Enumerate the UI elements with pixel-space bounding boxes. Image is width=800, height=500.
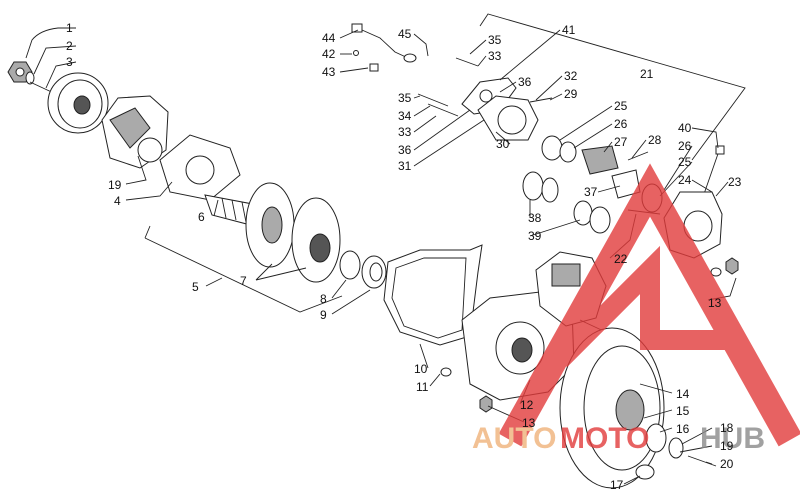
callout-42: 42 (322, 47, 336, 61)
callout-26: 26 (614, 117, 628, 131)
part-washer-18 (668, 437, 684, 459)
part-plate-27 (581, 145, 619, 175)
callout-24: 24 (678, 173, 692, 187)
part-harness-44 (351, 23, 417, 63)
callout-32: 32 (564, 69, 578, 83)
part-bolt-35a (455, 57, 479, 67)
callout-19-right: 19 (720, 439, 734, 453)
callout-33-lower: 33 (398, 125, 412, 139)
callout-1: 1 (66, 21, 73, 35)
callout-38: 38 (528, 211, 542, 225)
part-pin-32 (529, 97, 553, 103)
callout-26-right: 26 (678, 139, 692, 153)
callout-11: 11 (416, 380, 429, 394)
part-ring-26a (559, 141, 577, 163)
callout-39: 39 (528, 229, 542, 243)
callout-14: 14 (676, 387, 690, 401)
watermark-text-moto: MOTO (560, 422, 649, 455)
part-oring-17 (635, 464, 655, 480)
part-ring-39 (573, 200, 611, 234)
part-sprocket-b (291, 197, 341, 283)
callout-6: 6 (198, 210, 205, 224)
group-bracket-21 (479, 13, 746, 161)
callout-43: 43 (322, 65, 336, 79)
callout-34: 34 (398, 109, 412, 123)
part-clutch-disc (559, 327, 665, 489)
watermark-logo: AUTO MOTO HUB (472, 163, 800, 455)
part-clip-43 (369, 63, 379, 72)
part-spring-28 (627, 151, 649, 161)
callout-30: 30 (496, 137, 510, 151)
callout-17: 17 (610, 478, 624, 492)
callout-8: 8 (320, 292, 327, 306)
callout-28: 28 (648, 133, 662, 147)
part-bolt-20 (687, 455, 717, 467)
callout-36-lower: 36 (398, 143, 412, 157)
part-bolts-left (417, 93, 459, 117)
callout-41: 41 (562, 23, 576, 37)
part-seal-8 (339, 250, 361, 280)
part-seal-38 (522, 171, 559, 203)
callout-25-right: 25 (678, 155, 692, 169)
part-cover-4 (159, 134, 241, 201)
callout-13: 13 (522, 416, 536, 430)
callout-35-lower: 35 (398, 91, 412, 105)
callout-3: 3 (66, 55, 73, 69)
callout-29: 29 (564, 87, 578, 101)
part-nut-13b (710, 257, 739, 277)
callout-13-right: 13 (708, 296, 722, 310)
callout-37: 37 (584, 185, 598, 199)
callout-23: 23 (728, 175, 742, 189)
part-screw-42 (353, 50, 359, 56)
callout-16: 16 (676, 422, 690, 436)
callout-35: 35 (488, 33, 502, 47)
callout-31: 31 (398, 159, 412, 173)
watermark-text-auto: AUTO (472, 422, 556, 455)
callout-12: 12 (520, 398, 534, 412)
callout-19: 19 (108, 178, 122, 192)
callout-2: 2 (66, 39, 73, 53)
part-sprocket-a (245, 182, 295, 268)
callout-22: 22 (614, 252, 628, 266)
callout-7: 7 (240, 274, 247, 288)
callout-4: 4 (114, 194, 121, 208)
part-nut-13a (479, 395, 493, 413)
callout-33: 33 (488, 49, 502, 63)
part-hub-16 (645, 423, 667, 453)
part-bearing-25a (541, 135, 563, 161)
part-housing-30 (477, 95, 539, 141)
callout-45: 45 (398, 27, 412, 41)
callout-25: 25 (614, 99, 628, 113)
part-sheave (47, 72, 109, 134)
part-clutch-spider (101, 95, 169, 169)
callout-44: 44 (322, 31, 336, 45)
callout-15: 15 (676, 404, 690, 418)
watermark-text-hub: HUB (700, 422, 765, 455)
callout-labels: 1 2 3 19 4 6 5 7 8 9 10 11 12 13 13 14 1… (66, 21, 742, 492)
part-gasket (383, 244, 483, 346)
callout-27: 27 (614, 135, 628, 149)
callout-40: 40 (678, 121, 692, 135)
callout-5: 5 (192, 280, 199, 294)
callout-10: 10 (414, 362, 428, 376)
callout-20: 20 (720, 457, 734, 471)
part-bearing-9 (361, 255, 387, 289)
part-washer-2 (25, 71, 35, 85)
callout-21: 21 (640, 67, 654, 81)
callout-9: 9 (320, 308, 327, 322)
callout-36: 36 (518, 75, 532, 89)
group-bracket-5 (144, 225, 343, 313)
watermark-inner-mark-icon (552, 245, 740, 368)
part-washer-11 (440, 367, 452, 377)
callout-18: 18 (720, 421, 734, 435)
part-sensor-40 (703, 145, 725, 195)
